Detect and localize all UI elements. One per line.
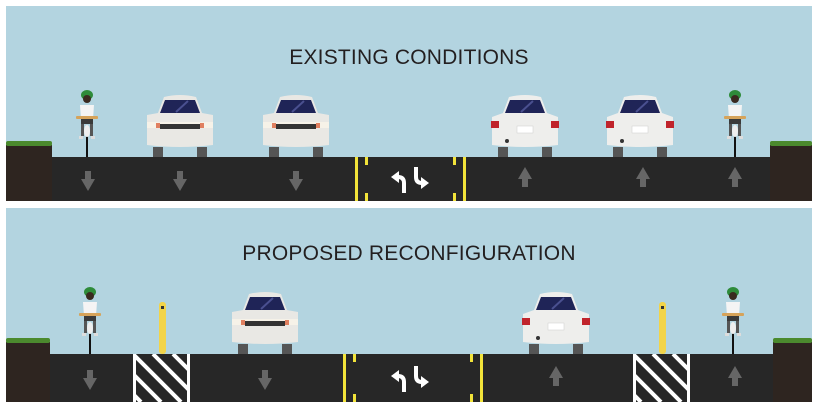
solid-yellow-line: [480, 354, 483, 402]
cyclist: [724, 90, 746, 157]
cyclist: [79, 287, 101, 354]
car-front: [147, 95, 213, 157]
curb-grass: [6, 141, 52, 201]
car-front: [263, 95, 329, 157]
curb-grass: [770, 141, 812, 201]
flexible-delineator-post: [159, 302, 166, 354]
car-rear: [606, 95, 674, 157]
arrow-up-icon: [636, 167, 650, 187]
dashed-yellow-line: [470, 354, 473, 402]
arrow-down-icon: [289, 171, 303, 191]
dashed-yellow-line: [353, 354, 356, 402]
two-way-left-turn-arrows-icon: [391, 167, 429, 193]
car-front: [232, 292, 298, 354]
arrow-up-icon: [728, 167, 742, 187]
car-rear: [522, 292, 590, 354]
solid-yellow-line: [343, 354, 346, 402]
existing-conditions-panel: EXISTING CONDITIONS: [6, 6, 812, 201]
dashed-yellow-line: [365, 157, 368, 201]
proposed-street-section: [6, 287, 812, 402]
curb-grass: [6, 338, 50, 402]
two-way-left-turn-arrows-icon: [391, 366, 429, 392]
solid-yellow-line: [355, 157, 358, 201]
proposed-reconfiguration-title: PROPOSED RECONFIGURATION: [242, 242, 576, 265]
arrow-down-icon: [81, 171, 95, 191]
roadway: [52, 157, 770, 201]
existing-conditions-title: EXISTING CONDITIONS: [289, 46, 529, 69]
existing-street-section: [6, 90, 812, 201]
arrow-down-icon: [258, 370, 272, 390]
arrow-down-icon: [83, 370, 97, 390]
proposed-reconfiguration-panel: PROPOSED RECONFIGURATION: [6, 208, 812, 402]
solid-yellow-line: [463, 157, 466, 201]
flexible-delineator-post: [659, 302, 666, 354]
buffer-hatching: [133, 354, 190, 402]
cyclist: [76, 90, 98, 157]
arrow-up-icon: [728, 366, 742, 386]
arrow-up-icon: [549, 366, 563, 386]
cyclist: [722, 287, 744, 354]
arrow-down-icon: [173, 171, 187, 191]
curb-grass: [773, 338, 812, 402]
car-rear: [491, 95, 559, 157]
arrow-up-icon: [518, 167, 532, 187]
dashed-yellow-line: [453, 157, 456, 201]
buffer-hatching: [633, 354, 690, 402]
